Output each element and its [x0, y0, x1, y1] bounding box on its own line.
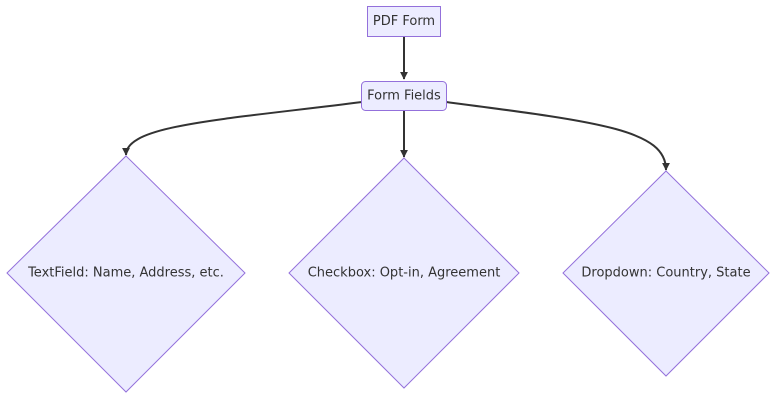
edge-form-fields-to-textfield: [122, 101, 363, 156]
node-textfield-diamond: [6, 155, 246, 393]
node-checkbox-label: Checkbox: Opt-in, Agreement: [308, 266, 501, 281]
node-textfield-label: TextField: Name, Address, etc.: [27, 266, 224, 281]
node-dropdown-diamond: [562, 170, 770, 377]
edges: [122, 37, 670, 171]
node-checkbox[interactable]: Checkbox: Opt-in, Agreement: [288, 157, 520, 389]
node-form-fields[interactable]: Form Fields: [361, 81, 447, 111]
node-pdf-form-label: PDF Form: [373, 14, 435, 29]
node-checkbox-diamond: [288, 157, 520, 389]
node-pdf-form[interactable]: PDF Form: [367, 6, 441, 37]
edge-form-fields-to-dropdown: [445, 101, 670, 171]
node-form-fields-label: Form Fields: [367, 89, 441, 104]
node-form-fields-box: [361, 81, 447, 111]
node-dropdown-label: Dropdown: Country, State: [581, 266, 750, 281]
node-pdf-form-box: [367, 6, 441, 37]
node-dropdown[interactable]: Dropdown: Country, State: [562, 170, 770, 377]
node-textfield[interactable]: TextField: Name, Address, etc.: [6, 155, 246, 393]
